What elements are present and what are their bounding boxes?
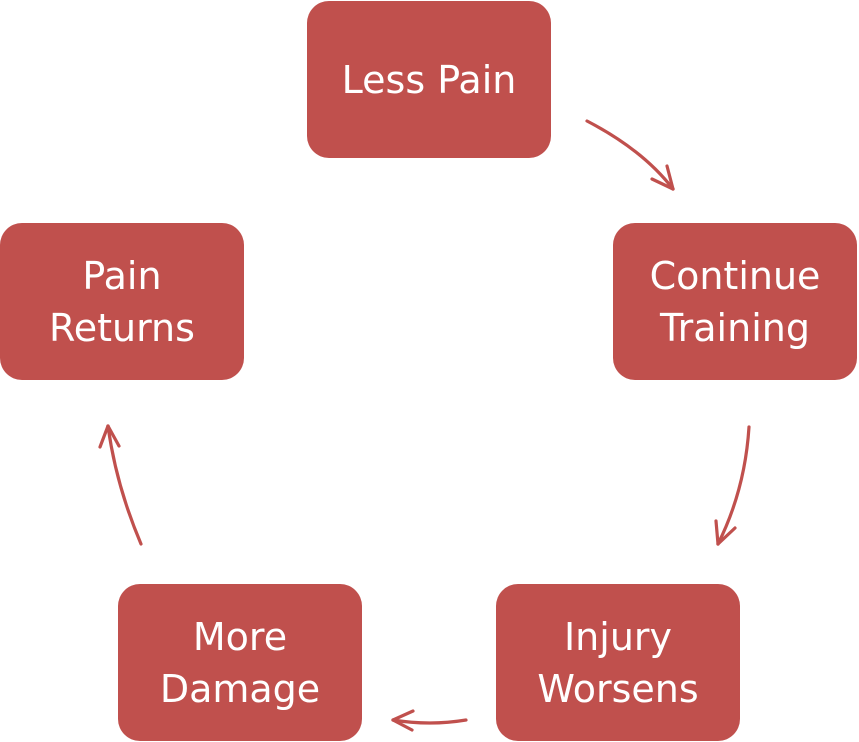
- arrow-less-pain-to-continue-training: [585, 119, 675, 191]
- node-more-damage: More Damage: [118, 584, 362, 741]
- node-label-line: Damage: [159, 666, 321, 711]
- node-label-line: Returns: [49, 305, 195, 350]
- node-label-line: Worsens: [537, 666, 699, 711]
- node-label-line: More: [192, 614, 288, 659]
- node-label-line: Less Pain: [341, 57, 517, 102]
- arrow-continue-training-to-injury-worsens: [714, 425, 751, 546]
- node-injury-worsens: Injury Worsens: [496, 584, 740, 741]
- node-continue-training: Continue Training: [613, 223, 857, 380]
- node-label-line: Injury: [563, 614, 673, 659]
- arrow-more-damage-to-pain-returns: [98, 424, 143, 546]
- arrow-injury-worsens-to-more-damage: [391, 709, 468, 732]
- node-less-pain: Less Pain: [307, 1, 551, 158]
- node-label-line: Pain: [82, 253, 162, 298]
- node-label-line: Training: [660, 305, 810, 350]
- node-pain-returns: Pain Returns: [0, 223, 244, 380]
- node-label-line: Continue: [649, 253, 821, 298]
